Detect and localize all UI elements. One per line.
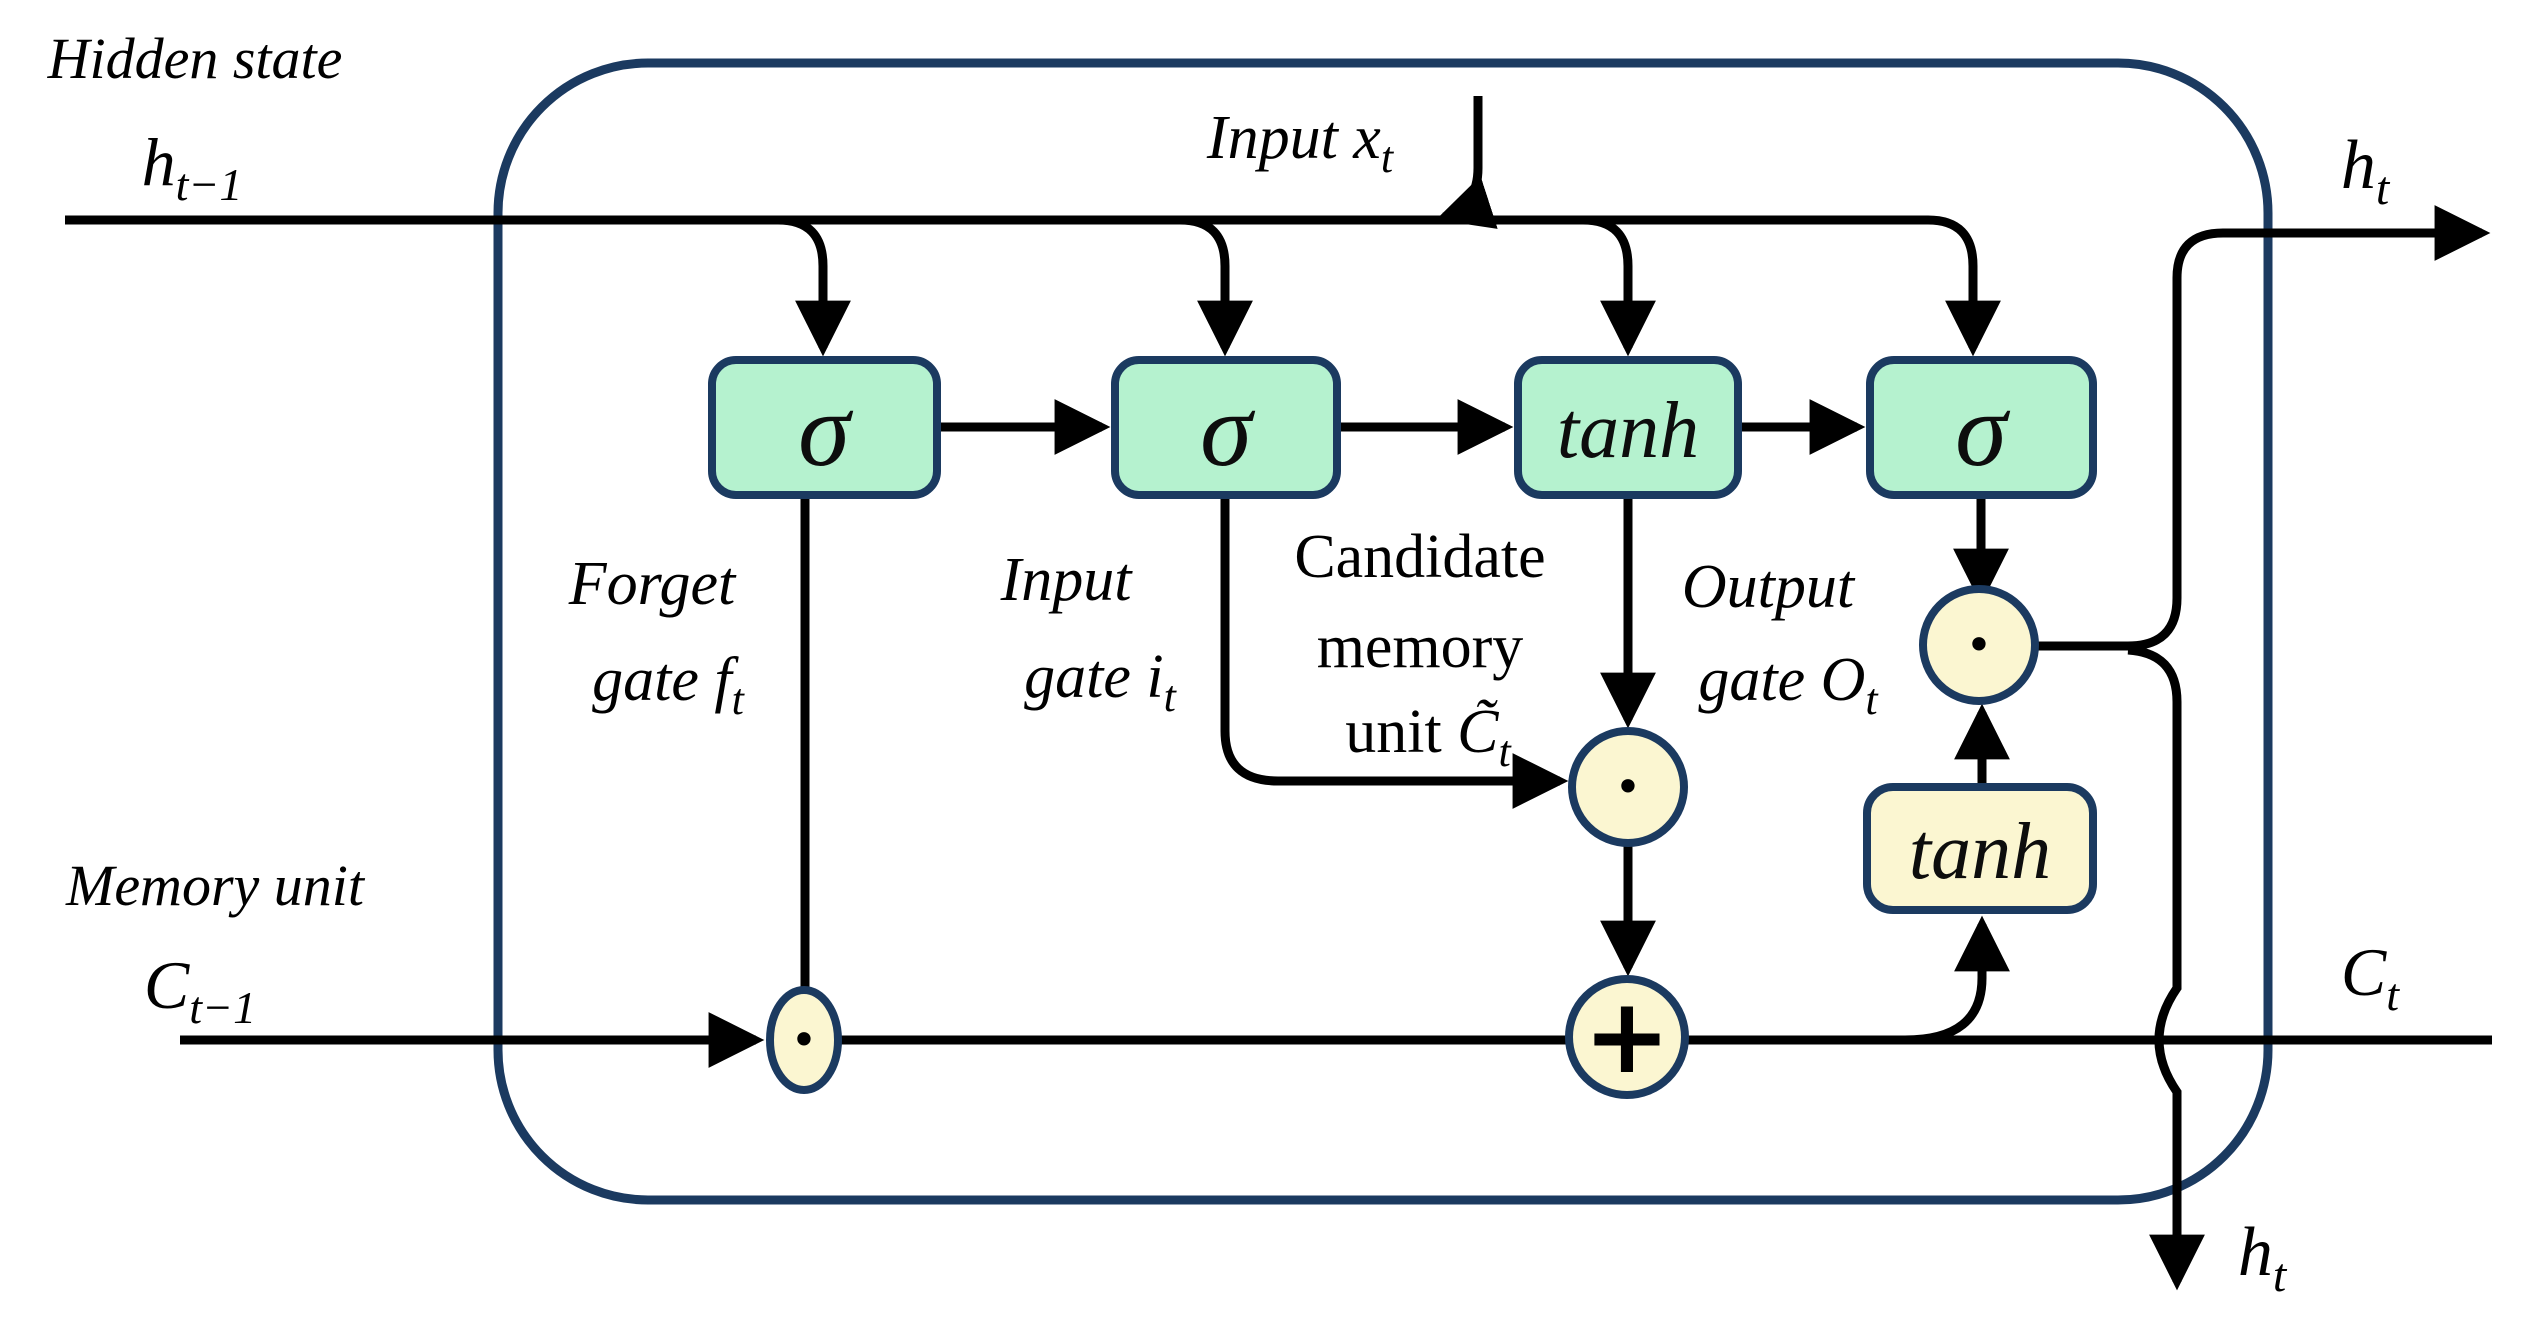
input-gate-word: gate xyxy=(1024,643,1146,711)
output-multiply-node xyxy=(1919,585,2039,705)
branch-to-input-gate xyxy=(1179,215,1253,357)
input-xt-sub: t xyxy=(1381,133,1395,182)
memory-unit-prev-sub: t−1 xyxy=(189,982,256,1033)
hidden-out-top-label: ht xyxy=(2341,127,2391,215)
input-gate-box xyxy=(1111,356,1341,499)
output-gate-sub: t xyxy=(1865,675,1879,724)
forget-gate-label-line2: gate ft xyxy=(592,646,745,724)
add-node xyxy=(1565,975,1689,1099)
input-gate-sub: t xyxy=(1164,672,1178,721)
forget-multiply-dot: • xyxy=(790,1013,817,1067)
cell-tanh-box xyxy=(1863,783,2097,914)
candidate-multiply-node xyxy=(1568,727,1688,847)
cell-out-label: Ct xyxy=(2341,934,2400,1020)
input-xt-prefix: Input xyxy=(1206,104,1353,172)
output-multiply-dot: • xyxy=(1965,618,1992,672)
hidden-out-bottom-sub: t xyxy=(2273,1249,2288,1302)
output-gate-word: gate xyxy=(1698,646,1820,714)
forget-multiply-node xyxy=(766,986,842,1094)
candidate-word: unit xyxy=(1345,698,1457,766)
input-gate-symbol: σ xyxy=(1200,371,1256,488)
candidate-sub: t xyxy=(1499,727,1513,776)
branch-to-candidate-gate xyxy=(1582,215,1656,357)
hidden-out-bottom-label: ht xyxy=(2238,1214,2288,1302)
branch-to-forget-gate xyxy=(777,215,851,357)
lstm-cell-boundary xyxy=(493,58,2273,1205)
candidate-label-line1: Candidate xyxy=(1294,523,1545,591)
forget-gate-symbol: σ xyxy=(798,371,854,488)
memory-unit-caption: Memory unit xyxy=(65,853,366,918)
input-gate-label-line1: Input xyxy=(1000,546,1134,614)
output-gate-label-line2: gate Ot xyxy=(1698,646,1879,724)
memory-unit-prev-label: Ct−1 xyxy=(144,947,256,1033)
candidate-base: C̃ xyxy=(1457,698,1499,766)
hidden-out-top-wire xyxy=(2127,205,2491,651)
hidden-state-prev-label: ht−1 xyxy=(142,124,243,210)
hidden-out-top-base: h xyxy=(2341,127,2376,204)
input-xt-label: Input xt xyxy=(1206,104,1395,182)
output-gate-label-line1: Output xyxy=(1682,553,1856,621)
hidden-state-prev-sub: t−1 xyxy=(176,159,243,210)
candidate-gate-symbol: tanh xyxy=(1557,387,1699,475)
forget-gate-box xyxy=(708,356,941,499)
hidden-state-prev-base: h xyxy=(142,124,176,200)
forget-gate-sub: t xyxy=(732,675,746,724)
input-xt-wire xyxy=(1436,96,1498,229)
input-gate-label-line2: gate it xyxy=(1024,643,1177,721)
candidate-label-line2: memory xyxy=(1317,613,1524,681)
cell-tanh-symbol: tanh xyxy=(1909,808,2051,896)
cell-to-tanh-wire xyxy=(1904,915,2010,1045)
hidden-state-wire xyxy=(65,215,2001,357)
candidate-multiply-dot: • xyxy=(1614,760,1641,814)
output-gate-base: O xyxy=(1821,646,1866,714)
add-plus: + xyxy=(1583,975,1670,1097)
candidate-label-line3: unit C̃t xyxy=(1345,698,1512,776)
output-gate-box xyxy=(1866,356,2097,499)
candidate-gate-box xyxy=(1514,356,1742,499)
hidden-state-caption: Hidden state xyxy=(47,26,343,91)
output-gate-symbol: σ xyxy=(1955,371,2011,488)
cell-out-base: C xyxy=(2341,934,2387,1010)
hidden-out-top-sub: t xyxy=(2376,162,2391,215)
forget-gate-word: gate xyxy=(592,646,714,714)
cell-out-sub: t xyxy=(2386,969,2400,1020)
input-xt-base: x xyxy=(1352,104,1381,172)
forget-gate-label-line1: Forget xyxy=(568,550,737,618)
candidate-wire xyxy=(1220,495,1569,809)
hidden-out-bottom-base: h xyxy=(2238,1214,2273,1291)
memory-unit-prev-base: C xyxy=(144,947,190,1023)
input-gate-base: i xyxy=(1146,643,1163,711)
hidden-out-bottom-wire xyxy=(2127,645,2205,1291)
